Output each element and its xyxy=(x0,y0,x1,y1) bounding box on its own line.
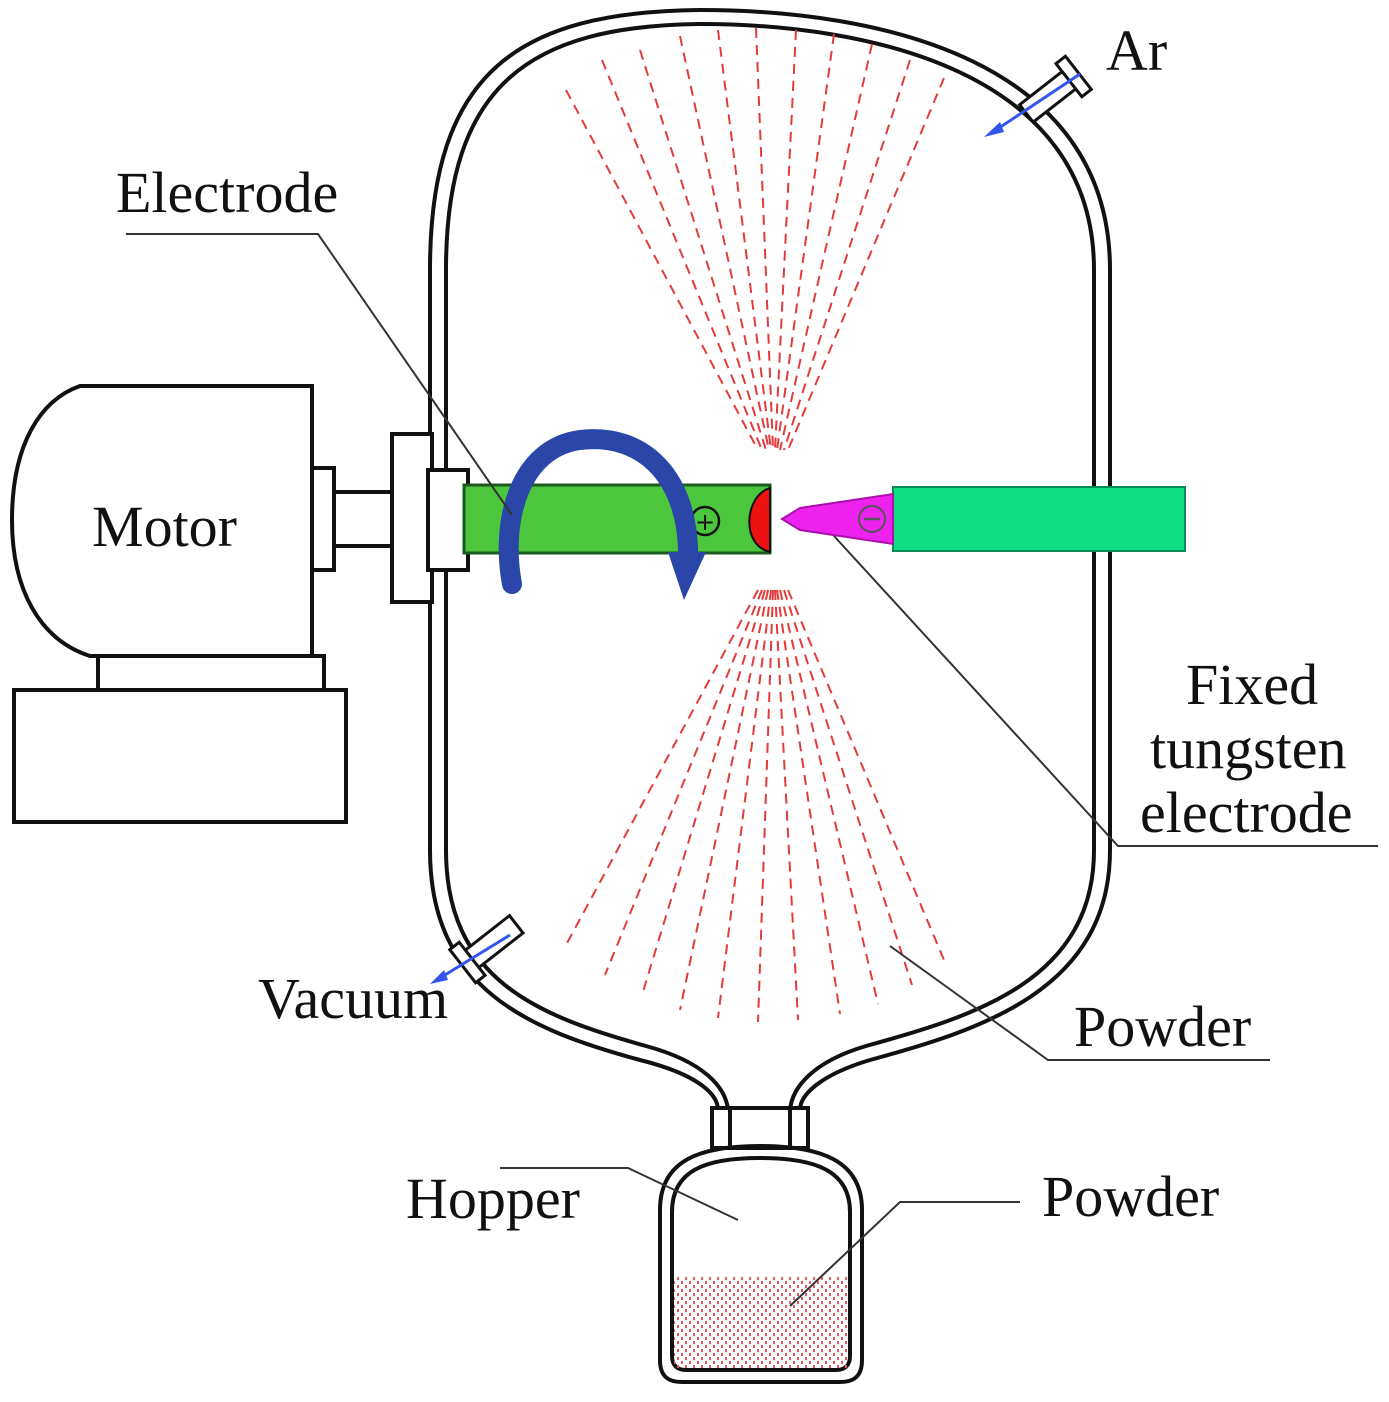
hopper-powder-fill xyxy=(674,1276,848,1368)
label-powder-chamber: Powder xyxy=(1074,994,1251,1059)
label-fixed-line2: tungsten xyxy=(1150,716,1347,781)
label-ar: Ar xyxy=(1106,18,1167,83)
leader-electrode xyxy=(126,233,513,516)
label-powder-hopper: Powder xyxy=(1042,1164,1219,1229)
argon-inlet-port xyxy=(984,54,1094,137)
leader-powder-chamber xyxy=(889,945,1270,1061)
labels: Ar Electrode Motor Fixed tungsten electr… xyxy=(92,18,1353,1231)
arc-tip xyxy=(748,486,771,554)
label-fixed-line3: electrode xyxy=(1140,780,1353,845)
label-electrode: Electrode xyxy=(116,160,338,225)
leader-lines xyxy=(126,233,1378,1307)
tungsten-tip xyxy=(780,492,894,546)
svg-text:+: + xyxy=(695,508,715,536)
chamber-vessel xyxy=(428,7,1112,1112)
leader-tungsten xyxy=(833,535,1378,847)
hopper xyxy=(658,1143,864,1384)
gas-inlet-arrow-icon xyxy=(984,72,1081,137)
cathode-symbol xyxy=(858,505,886,533)
powder-spray xyxy=(565,27,945,1023)
vacuum-port xyxy=(430,913,526,985)
fixed-tungsten-electrode xyxy=(780,486,1186,552)
chamber-neck xyxy=(710,1106,810,1150)
motor xyxy=(9,384,470,824)
label-vacuum: Vacuum xyxy=(258,966,448,1031)
rotation-arrow-icon xyxy=(498,429,706,600)
leader-powder-hopper xyxy=(789,1201,1020,1307)
label-fixed-line1: Fixed xyxy=(1186,652,1318,717)
leader-hopper xyxy=(500,1167,739,1221)
vacuum-outlet-arrow-icon xyxy=(430,933,511,984)
label-hopper: Hopper xyxy=(406,1166,580,1231)
label-motor: Motor xyxy=(92,494,237,559)
